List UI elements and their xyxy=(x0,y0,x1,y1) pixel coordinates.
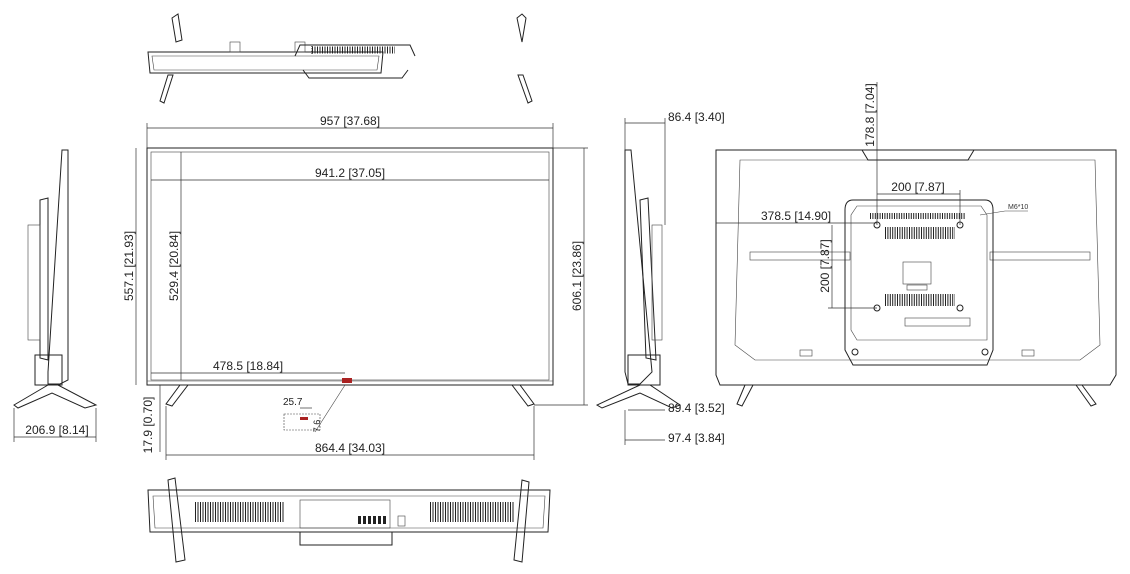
bottom-view xyxy=(147,477,551,563)
top-view xyxy=(147,13,533,104)
overall-height-label: 557.1 [21.93] xyxy=(122,231,136,301)
screw-spec-label: M6*10 xyxy=(1008,204,1028,211)
top-depth-label: 86.4 [3.40] xyxy=(668,110,725,124)
stand-depth-label: 206.9 [8.14] xyxy=(25,423,88,437)
back-view: 178.8 [7.04] 200 [7.87] M6*10 378.5 [14.… xyxy=(715,82,1117,407)
stand-span-label: 864.4 [34.03] xyxy=(315,441,385,455)
vesa-screw-holes xyxy=(851,221,989,356)
depth-with-base-label: 89.4 [3.52] xyxy=(668,401,725,415)
vent-pattern xyxy=(311,46,395,54)
stand-clearance-label: 17.9 [0.70] xyxy=(141,397,155,454)
screen-height-label: 529.4 [20.84] xyxy=(167,231,181,301)
front-view: 957 [37.68] 941.2 [37.05] 557.1 [21.93] … xyxy=(122,114,588,460)
mount-offset-top-label: 178.8 [7.04] xyxy=(863,83,877,146)
vesa-vertical-label: 200 [7.87] xyxy=(818,239,832,292)
total-depth-label: 97.4 [3.84] xyxy=(668,431,725,445)
detail-height-label: 7.6 xyxy=(312,420,322,433)
height-with-stand-label: 606.1 [23.86] xyxy=(570,241,584,311)
detail-width-label: 25.7 xyxy=(283,397,303,408)
left-side-view: 206.9 [8.14] xyxy=(13,149,98,442)
center-offset-label: 478.5 [18.84] xyxy=(213,359,283,373)
mount-offset-side-label: 378.5 [14.90] xyxy=(761,209,831,223)
overall-width-label: 957 [37.68] xyxy=(320,114,380,128)
vesa-horizontal-label: 200 [7.87] xyxy=(891,180,944,194)
screen-width-label: 941.2 [37.05] xyxy=(315,166,385,180)
right-side-view: 86.4 [3.40] 89.4 [3.52] 97.4 [3.84] xyxy=(595,110,725,445)
